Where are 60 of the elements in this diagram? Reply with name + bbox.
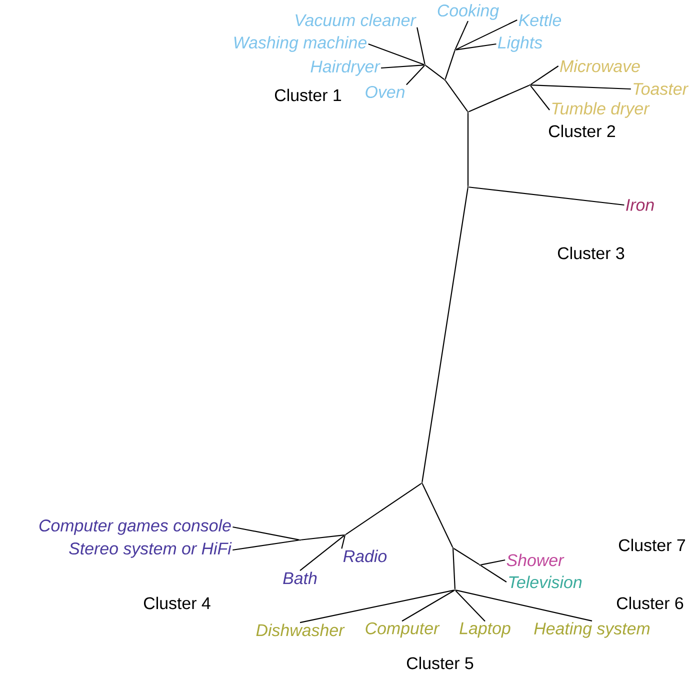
cluster-label: Cluster 4 (144, 596, 210, 610)
leaf-label: Stereo system or HiFi (69, 542, 232, 558)
leaf-label: Heating system (534, 622, 650, 638)
leaf-label: Toaster (634, 83, 689, 95)
leaf-label: Shower (506, 554, 564, 566)
tree-branch (368, 43, 424, 66)
tree-branch (468, 84, 530, 112)
leaf-label: Kettle (518, 14, 562, 26)
leaf-label: Washing machine (234, 36, 366, 52)
leaf-label: Cooking (438, 4, 499, 20)
cluster-label: Cluster 1 (274, 88, 342, 102)
tree-branch (232, 526, 300, 540)
tree-branch (480, 559, 506, 566)
leaf-label: Bath (283, 572, 317, 584)
tree-branch (456, 20, 518, 50)
leaf-label: Television (509, 576, 582, 588)
leaf-label: Tumble dryer (552, 102, 650, 118)
tree-branch (454, 20, 468, 50)
tree-branch (444, 50, 456, 80)
leaf-label: Iron (626, 199, 654, 211)
tree-branch (468, 186, 624, 206)
tree-branch (300, 590, 454, 624)
cluster-label: Cluster 3 (558, 246, 624, 260)
tree-branch (530, 66, 559, 85)
tree-branch (445, 80, 468, 112)
tree-branch (425, 65, 445, 80)
cluster-label: Cluster 7 (618, 538, 685, 552)
tree-branch (341, 536, 346, 549)
leaf-label: Hairdryer (310, 60, 380, 76)
tree-branch (452, 548, 456, 590)
tree-branch (300, 535, 345, 572)
tree-branch (380, 64, 424, 69)
tree-branch (530, 84, 631, 90)
tree-branch (456, 43, 496, 50)
tree-branch (416, 27, 426, 64)
tree-branch (300, 534, 344, 540)
tree-branch (422, 484, 454, 548)
leaf-label: Computer games console (39, 519, 231, 535)
tree-branch (422, 188, 468, 482)
leaf-label: Radio (343, 550, 387, 562)
leaf-label: Lights (498, 36, 542, 52)
tree-branch (232, 540, 300, 551)
tree-branch (455, 590, 486, 622)
cluster-label: Cluster 6 (616, 596, 684, 610)
leaf-label: Computer (366, 622, 440, 638)
leaf-label: Laptop (460, 622, 510, 638)
leaf-label: Oven (366, 86, 404, 98)
tree-branch (406, 65, 425, 86)
tree-branch (530, 85, 550, 110)
tree-branch (402, 590, 454, 622)
tree-branch (346, 483, 422, 535)
leaf-label: Microwave (560, 60, 640, 72)
leaf-label: Vacuum cleaner (296, 14, 416, 26)
tree-branch (480, 565, 507, 582)
leaf-label: Dishwasher (256, 624, 345, 636)
tree-branch (454, 548, 480, 565)
cluster-label: Cluster 5 (406, 656, 474, 670)
tree-branch (467, 113, 469, 186)
tree-branch (456, 590, 592, 622)
cluster-label: Cluster 2 (548, 124, 615, 138)
